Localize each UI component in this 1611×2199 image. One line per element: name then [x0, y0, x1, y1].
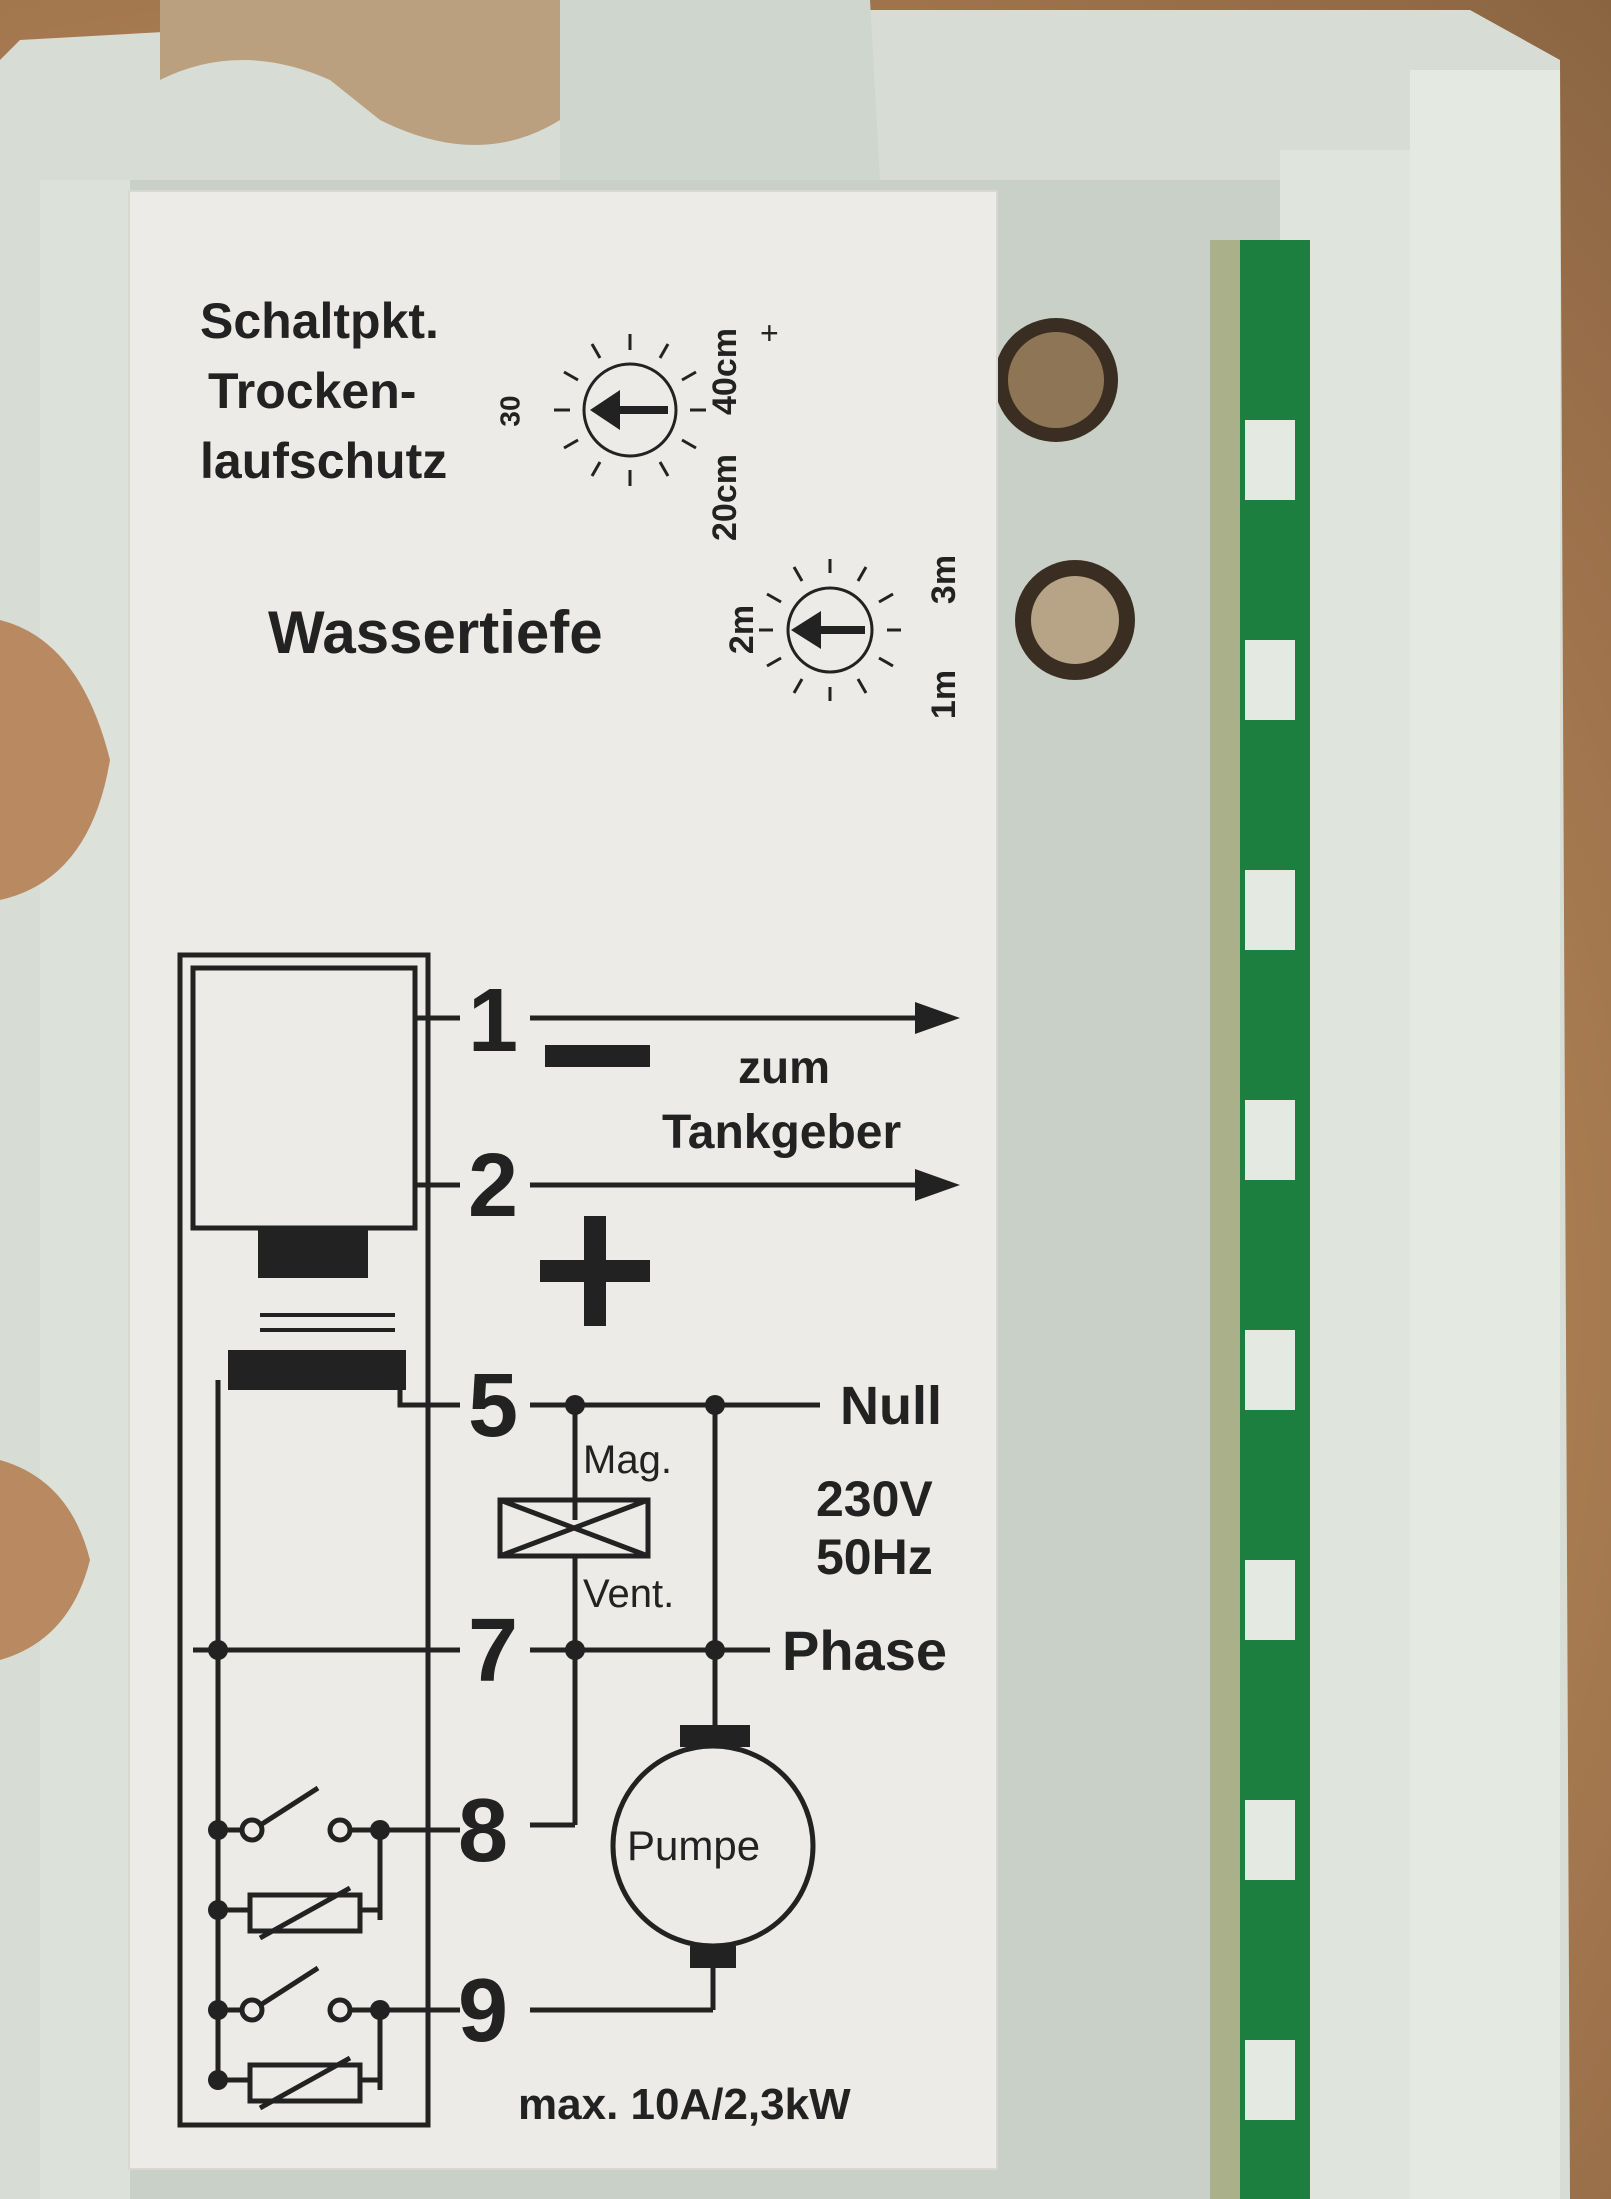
voltage-label: 230V	[816, 1471, 933, 1527]
water-depth-title: Wassertiefe	[268, 599, 603, 666]
terminal-1: 1	[468, 971, 519, 1071]
phase-label: Phase	[782, 1619, 947, 1682]
dry-run-title-line3: laufschutz	[200, 433, 448, 489]
dry-run-title-line2: Trocken-	[208, 363, 417, 419]
rating-label: max. 10A/2,3kW	[518, 2080, 851, 2129]
terminal-5: 5	[468, 1356, 519, 1456]
tank-sender-line2: Tankgeber	[662, 1106, 902, 1159]
dry-run-dial-plus: +	[760, 315, 779, 351]
terminal-7: 7	[468, 1601, 519, 1701]
frequency-label: 50Hz	[816, 1529, 933, 1585]
terminal-8: 8	[458, 1781, 509, 1881]
valve-label-line2: Vent.	[583, 1572, 675, 1616]
dry-run-title-line1: Schaltpkt.	[200, 293, 439, 349]
wiring-label	[128, 190, 998, 2170]
tank-sender-line1: zum	[738, 1041, 830, 1093]
water-depth-dial-icon[interactable]	[745, 545, 915, 715]
terminal-2: 2	[468, 1136, 519, 1236]
valve-label-line1: Mag.	[583, 1438, 672, 1482]
dry-run-dial-icon[interactable]	[540, 320, 720, 500]
null-label: Null	[840, 1376, 942, 1436]
terminal-9: 9	[458, 1961, 509, 2061]
pump-label: Pumpe	[627, 1822, 761, 1869]
